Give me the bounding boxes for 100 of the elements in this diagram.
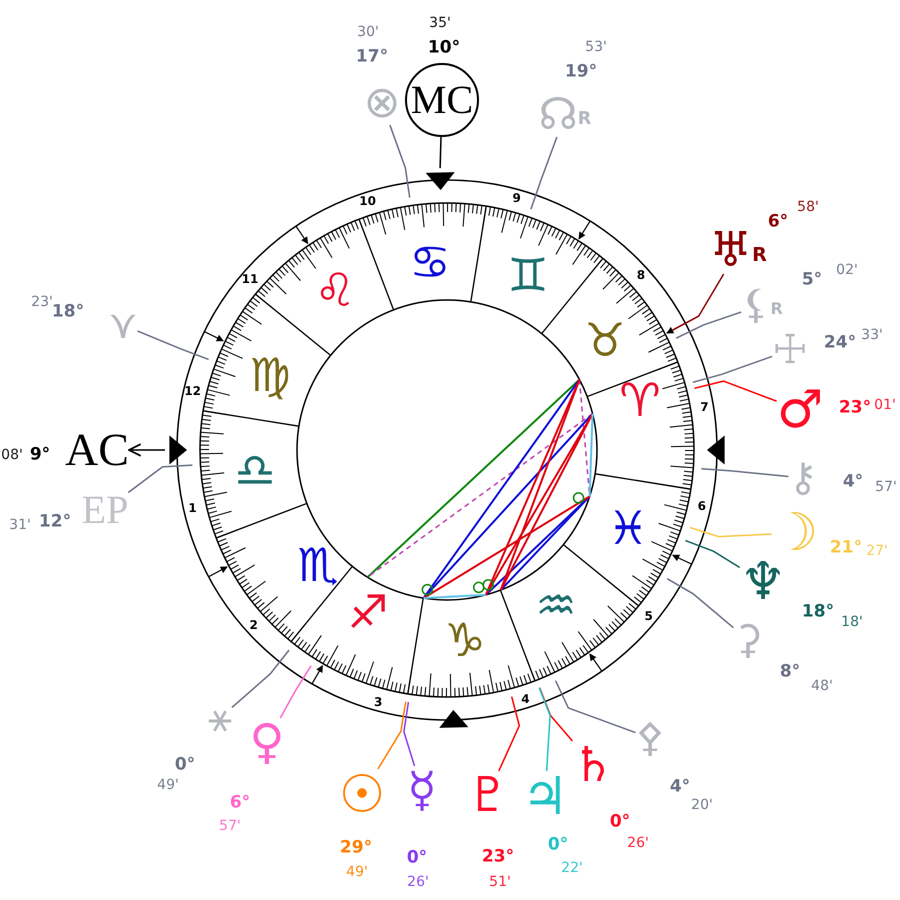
degree-label: 4° [670, 778, 690, 796]
zodiac-sign-glyph: ♎ [234, 447, 276, 493]
house-number: 12 [184, 385, 202, 398]
sun-glyph: ☉ [338, 769, 386, 821]
leader-line [128, 464, 192, 494]
leader-line [694, 380, 777, 402]
minute-label: 23' [31, 295, 53, 309]
degree-label: 29° [340, 840, 372, 856]
degree-label: 8° [780, 664, 800, 680]
minute-label: 30' [357, 25, 379, 39]
ac-label: AC [65, 427, 129, 473]
house-number: 5 [644, 610, 653, 622]
zodiac-sign-glyph: ♐ [347, 589, 389, 635]
cross-glyph: ☩ [772, 330, 808, 370]
leader-line [377, 701, 407, 770]
leader-line [672, 274, 724, 331]
house-number: 8 [636, 269, 646, 282]
zodiac-sign-glyph: ♑ [444, 617, 486, 663]
degree-label: 24° [824, 334, 856, 352]
degree-label: 9° [30, 446, 50, 464]
minute-label: 26' [627, 836, 649, 850]
house-number: 6 [698, 500, 706, 512]
house-number: 2 [249, 619, 258, 632]
saturn-glyph: ♄ [571, 741, 615, 789]
house-number: 4 [521, 692, 530, 705]
zodiac-sign-glyph: ♏ [297, 542, 339, 588]
minute-label: 20' [691, 798, 713, 812]
degree-label: 23° [482, 848, 514, 866]
minute-label: 26' [407, 875, 429, 889]
zodiac-sign-glyph: ♌ [314, 267, 356, 313]
degree-label: 0° [406, 850, 428, 866]
leader-line [403, 702, 416, 766]
leader-line [692, 356, 772, 384]
leader-line [538, 687, 573, 742]
degree-label: 10° [428, 40, 460, 56]
leader-line [538, 687, 551, 772]
degree-label: 4° [842, 474, 864, 490]
minute-label: 48' [811, 679, 833, 693]
minute-label: 08' [1, 448, 23, 462]
leader-line [554, 680, 636, 734]
degree-label: 6° [230, 794, 250, 812]
house-number: 11 [242, 272, 258, 285]
degree-label: 19° [564, 64, 598, 80]
ep-label: EP [82, 490, 128, 530]
zodiac-sign-glyph: ♋ [409, 239, 451, 285]
venus-glyph: ♀ [249, 718, 285, 766]
asterisk-glyph: ⚹ [208, 698, 232, 738]
minute-label: 49' [346, 865, 368, 879]
minute-label: 49' [157, 778, 179, 792]
ceres-glyph: ⚳ [733, 620, 763, 660]
zodiac-sign-glyph: ♓ [607, 505, 649, 551]
degree-label: 6° [768, 214, 788, 230]
moon-glyph: ☽ [772, 507, 818, 559]
minute-label: 01' [874, 398, 896, 412]
arrow [128, 443, 165, 457]
minute-label: 27' [866, 544, 888, 558]
house-number: 1 [188, 502, 197, 514]
minute-label: 02' [836, 263, 858, 277]
minute-label: 18' [841, 615, 863, 629]
leader-line [701, 468, 788, 478]
minute-label: 33' [861, 328, 883, 342]
chiron-glyph: ⚷ [788, 458, 818, 498]
part-of-fortune-glyph: ⊗ [364, 81, 400, 125]
degree-label: 18° [52, 304, 84, 320]
degree-label: 0° [174, 756, 196, 774]
degree-label: 17° [356, 48, 388, 66]
house-number: 3 [374, 696, 382, 708]
zodiac-sign-glyph: ♒ [535, 582, 577, 628]
minute-label: 51' [489, 875, 511, 889]
leader-line [137, 330, 209, 360]
leader-line [685, 540, 740, 568]
house-number: 10 [359, 195, 376, 208]
leader-line [280, 665, 312, 718]
degree-label: 0° [610, 814, 630, 830]
leader-line [389, 124, 410, 198]
minute-label: 58' [797, 200, 819, 214]
leader-line [232, 650, 290, 708]
leader-line [439, 136, 442, 168]
minute-label: 35' [429, 16, 451, 30]
leader-line [676, 311, 742, 339]
minute-label: 57' [219, 819, 241, 833]
zodiac-sign-glyph: ♊ [507, 252, 549, 298]
house-number: 7 [700, 400, 709, 413]
degree-label: 21° [830, 540, 862, 556]
minute-label: 22' [561, 861, 583, 875]
degree-label: 0° [548, 836, 568, 854]
jupiter-glyph: ♃ [522, 771, 568, 823]
vertex-glyph: ⋎ [108, 305, 138, 345]
neptune-glyph: ♆ [740, 556, 786, 608]
leader-line [498, 696, 520, 772]
pallas-glyph: ⚴ [635, 718, 665, 758]
leader-line [690, 526, 772, 538]
pluto-glyph: ♇ [466, 771, 510, 819]
leader-line [530, 136, 558, 210]
house-number: 9 [512, 192, 521, 204]
zodiac-sign-glyph: ♉ [584, 317, 626, 363]
minute-label: 31' [9, 518, 31, 532]
leader-line [666, 578, 734, 628]
minute-label: 57' [875, 480, 897, 494]
mars-glyph: ♂ [776, 384, 824, 436]
